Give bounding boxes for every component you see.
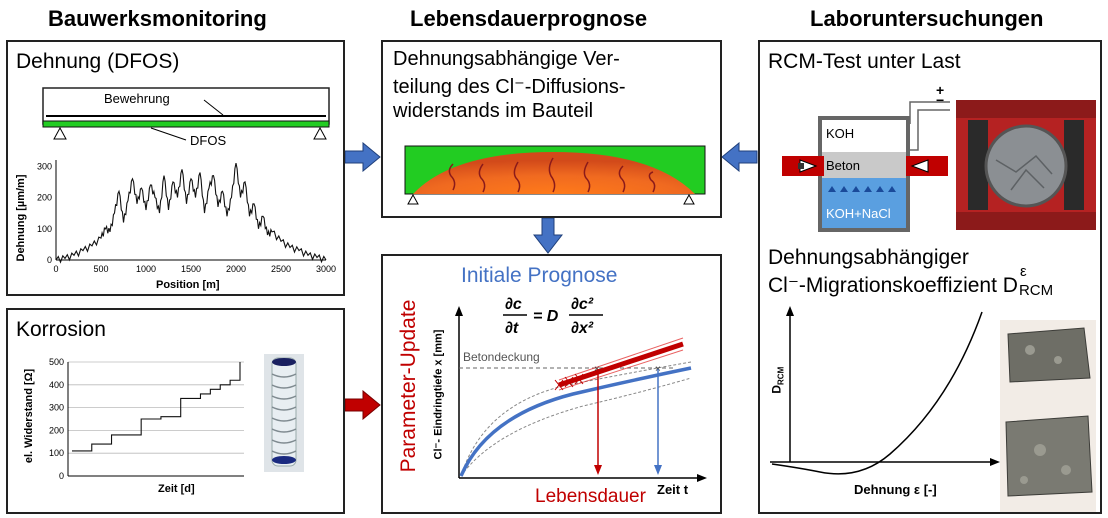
verteilung-title-line1: Dehnungsabhängige Ver- (393, 48, 620, 70)
svg-text:∂t: ∂t (505, 320, 519, 337)
dehnung-title: Dehnung (DFOS) (16, 50, 180, 73)
diffusion-distribution-beam (404, 145, 706, 205)
rcm-title: RCM-Test unter Last (768, 50, 961, 73)
dfos-strain-line (55, 162, 327, 264)
split-specimen-photos (1000, 320, 1096, 512)
svg-text:= D: = D (533, 308, 559, 325)
bewehrung-leader (203, 99, 224, 116)
svg-text:∂x²: ∂x² (571, 320, 594, 337)
korrosion-panel: Korrosion 0 100 200 300 400 500 el. Widerstan… (6, 308, 345, 514)
dfos-xtick: 1000 (136, 264, 156, 274)
header-lebensdauerprognose: Lebensdauerprognose (410, 6, 648, 31)
rcm-subtitle-text: Cl⁻-Migrationskoeffizient D (768, 274, 1018, 297)
betondeckung-label: Betondeckung (463, 350, 540, 364)
verteilung-panel: Dehnungsabhängige Ver- teilung des Cl⁻-D… (381, 40, 722, 218)
support-right (683, 193, 695, 205)
dfos-ytick: 0 (47, 255, 52, 265)
ion-arrows (828, 186, 896, 192)
support-left (53, 126, 67, 140)
initial-prognosis-curve (459, 366, 692, 477)
korr-ytick: 400 (49, 380, 64, 390)
updated-prognosis-curve (558, 341, 684, 388)
arrow-korrosion-to-prognose (345, 390, 381, 420)
dfos-strip (42, 120, 330, 128)
dfos-ylabel: Dehnung [µm/m] (15, 174, 27, 262)
dfos-xtick: 3000 (316, 264, 336, 274)
rcm-plus: + (936, 82, 945, 98)
rcm-subtitle-line1: Dehnungsabhängiger (768, 246, 969, 269)
korr-ytick: 100 (49, 448, 64, 458)
dfos-xlabel: Position [m] (156, 279, 220, 291)
arrow-labor-to-prognose (722, 142, 758, 172)
arrow-verteilung-to-prognose (533, 218, 563, 254)
measurement-markers (554, 373, 584, 391)
rcm-specimen-photo (956, 100, 1096, 230)
penetration-chart: × × (455, 306, 707, 482)
dfos-xtick: 2000 (226, 264, 246, 274)
dfos-ytick: 300 (37, 161, 52, 171)
korrosion-ylabel: el. Widerstand [Ω] (23, 368, 35, 464)
bewehrung-label: Bewehrung (104, 91, 170, 106)
dehnung-panel: Dehnung (DFOS) Bewehrung DFOS 0 100 200 300… (6, 40, 345, 296)
penetration-ylabel: Cl⁻- Eindringtiefe x [mm] (432, 329, 445, 460)
dfos-xtick: 2500 (271, 264, 291, 274)
dfos-xtick: 500 (93, 264, 108, 274)
beton-label: Beton (826, 158, 860, 173)
verteilung-title-line2: teilung des Cl⁻-Diffusions- (393, 76, 626, 98)
header-bauwerksmonitoring: Bauwerksmonitoring (48, 6, 267, 31)
rcm-panel: RCM-Test unter Last + − KOH Beton KOH+Na… (758, 40, 1102, 514)
drcm-strain-chart (770, 306, 1000, 475)
svg-text:×: × (594, 364, 600, 375)
verteilung-title-line3: widerstands im Bauteil (393, 100, 594, 122)
drcm-axis-label: DRCM (769, 366, 786, 394)
arrow-monitoring-to-prognose (345, 142, 381, 172)
beton-layer (822, 152, 906, 178)
koh-nacl-label: KOH+NaCl (826, 206, 891, 221)
rcm-sub: RCM (1018, 282, 1054, 299)
koh-label: KOH (826, 126, 855, 141)
zeit-t-label: Zeit t (657, 482, 689, 497)
svg-text:∂c²: ∂c² (571, 296, 594, 313)
dehnung-axis-label: Dehnung ε [-] (854, 482, 937, 497)
drcm-curve (771, 311, 983, 475)
support-left (407, 193, 419, 205)
corrosion-sensor-photo (264, 354, 304, 472)
korr-ytick: 200 (49, 425, 64, 435)
korr-resistance-line (72, 362, 241, 452)
header-laboruntersuchungen: Laboruntersuchungen (810, 6, 1044, 31)
rcm-minus: − (936, 92, 945, 108)
korrosion-chart: 0 100 200 300 400 500 (49, 357, 244, 481)
lebensdauer-label: Lebensdauer (535, 486, 646, 507)
svg-text:∂c: ∂c (505, 296, 522, 313)
support-right (313, 126, 327, 140)
prognose-panel: Initiale Prognose Parameter-Update ∂c ∂t… (381, 254, 722, 514)
prognose-title: Initiale Prognose (461, 264, 618, 287)
dfos-xtick: 0 (53, 264, 58, 274)
beam-outline (42, 87, 330, 125)
dfos-xtick: 1500 (181, 264, 201, 274)
korrosion-title: Korrosion (16, 318, 106, 341)
diffusion-equation: ∂c ∂t = D ∂c² ∂x² (503, 296, 603, 337)
rcm-cell-schematic (782, 101, 950, 232)
dfos-leader (150, 127, 187, 141)
korr-ytick: 500 (49, 357, 64, 367)
dfos-label: DFOS (190, 133, 227, 148)
korrosion-xlabel: Zeit [d] (158, 483, 195, 495)
korr-ytick: 300 (49, 403, 64, 413)
dfos-ytick: 100 (37, 224, 52, 234)
dfos-ytick: 200 (37, 193, 52, 203)
korr-ytick: 0 (59, 471, 64, 481)
rcm-sup: ε (1019, 263, 1027, 280)
beam-schematic (42, 87, 330, 141)
